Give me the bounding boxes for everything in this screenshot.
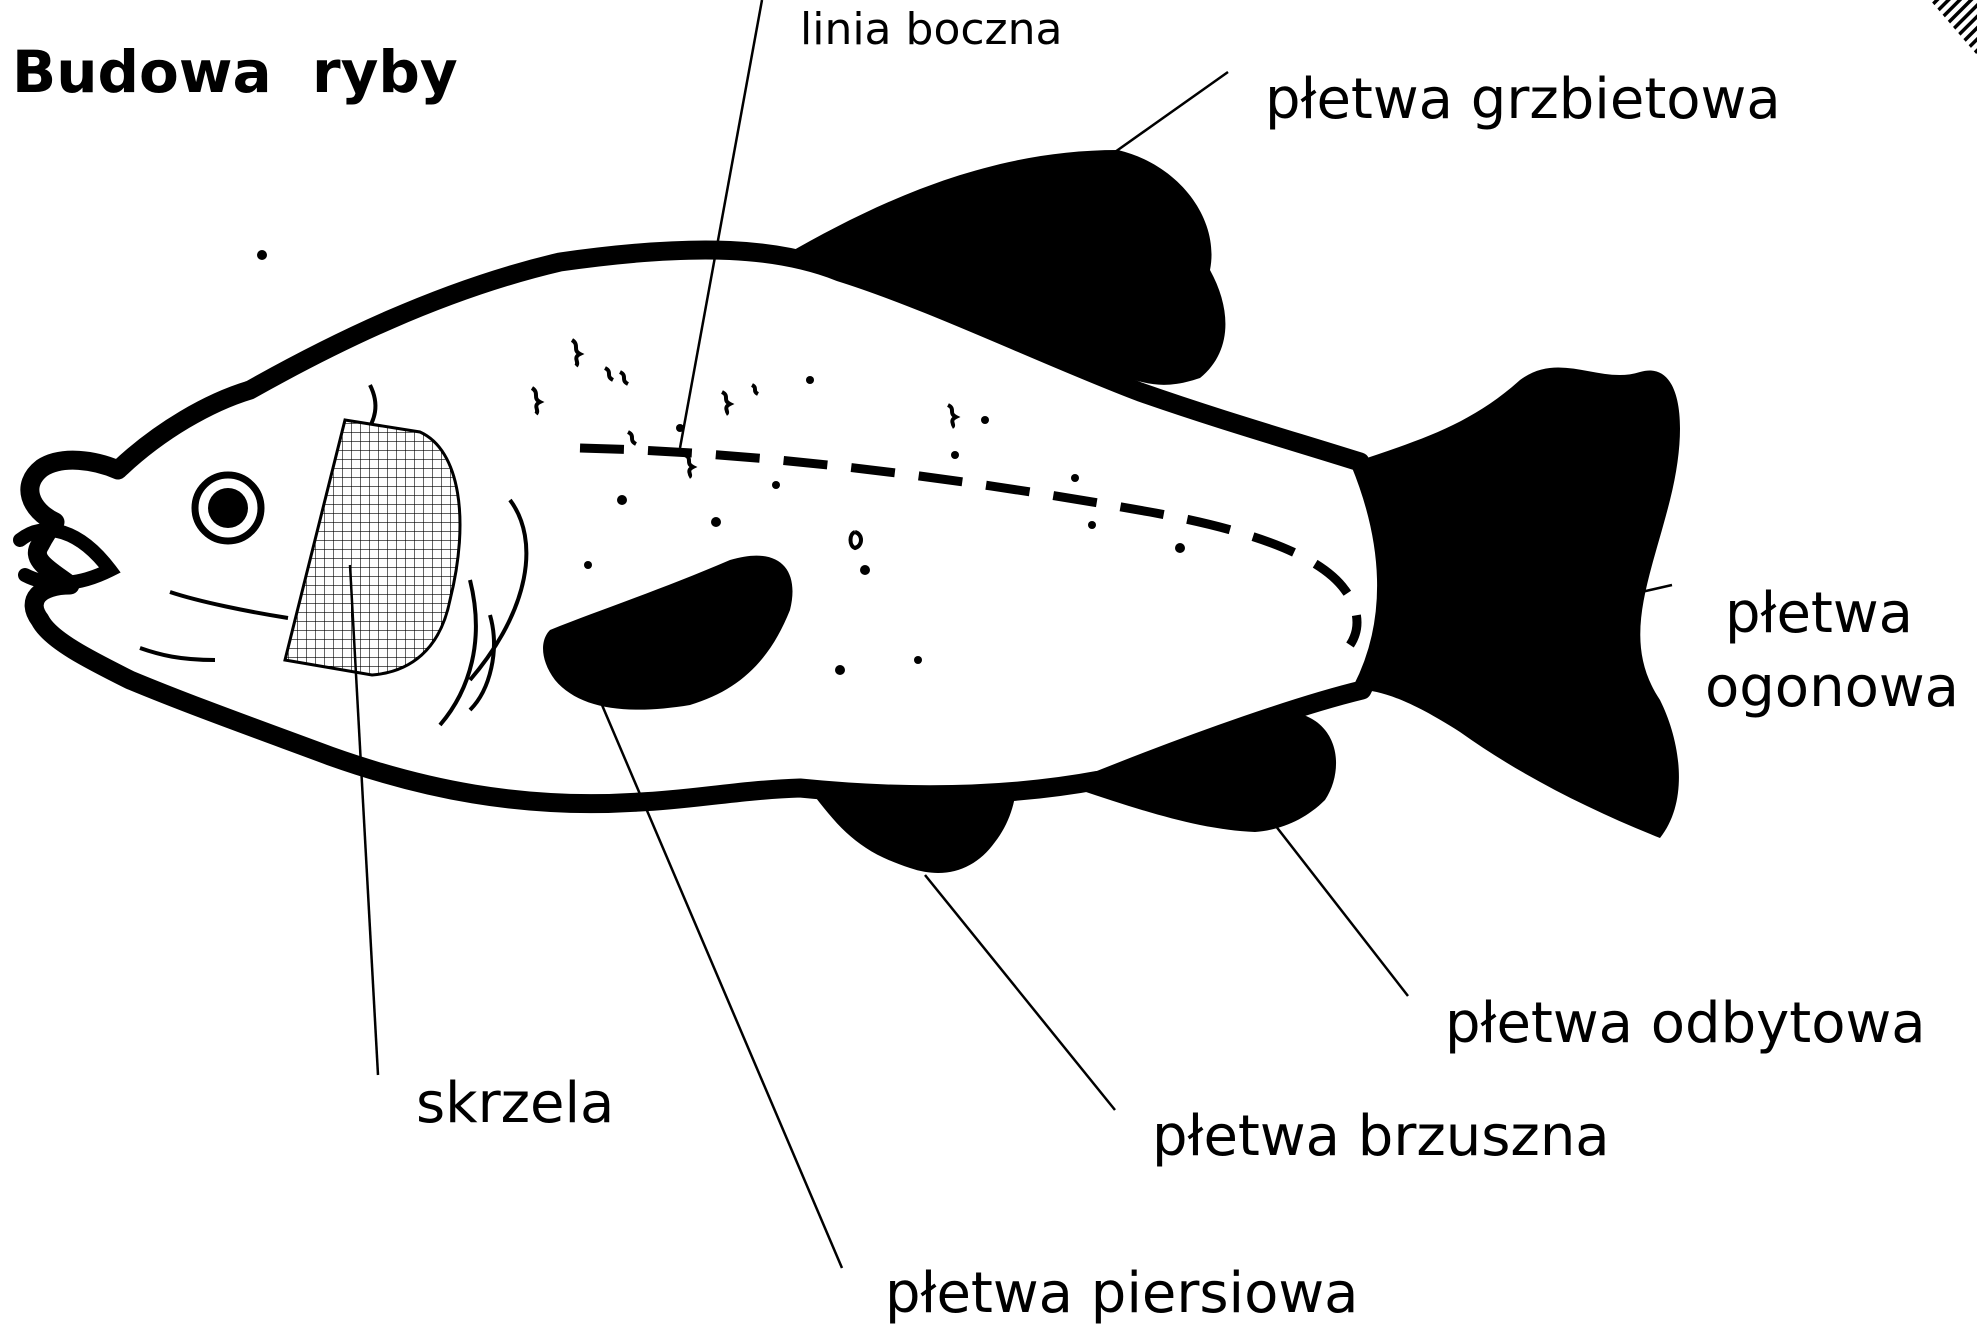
leader-anal-fin [1275,825,1408,996]
label-caudal-fin-line1: płetwa [1725,581,1913,646]
fish-eye [195,475,261,541]
caudal-fin [1355,367,1680,838]
label-pelvic-fin: płetwa brzuszna [1152,1104,1610,1169]
leader-dorsal-fin [1115,72,1228,152]
label-pectoral-fin: płetwa piersiowa [885,1261,1358,1326]
label-lateral-line: linia boczna [800,4,1063,55]
corner-stripes [1930,0,1977,55]
label-gills: skrzela [416,1071,614,1136]
diagram-title: Budowa ryby [12,38,458,106]
label-caudal-fin-line2: ogonowa [1705,655,1959,720]
label-anal-fin: płetwa odbytowa [1445,991,1926,1056]
label-dorsal-fin: płetwa grzbietowa [1265,67,1781,132]
leader-pelvic-fin [925,875,1115,1110]
